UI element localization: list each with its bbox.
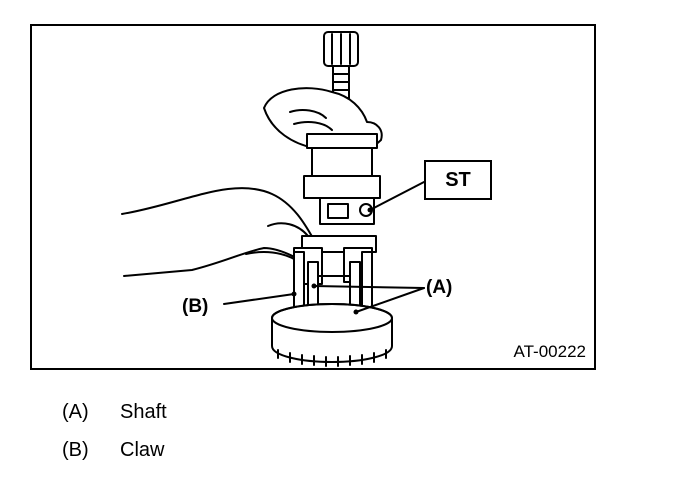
legend-text: Shaft [120, 401, 167, 423]
callout-st: ST [424, 160, 492, 200]
puller-knob [323, 31, 359, 67]
legend-item: (B) Claw [62, 439, 164, 462]
puller-body [303, 133, 381, 225]
lower-left-hand [121, 187, 321, 277]
tool-illustration [121, 31, 425, 367]
leader-b [223, 293, 295, 305]
leader-a-2 [355, 287, 425, 313]
gear [271, 303, 393, 367]
figure-id: AT-00222 [513, 342, 586, 361]
label-b: (B) [182, 296, 209, 317]
illustration-frame: ST (A) (B) AT-00222 [30, 24, 596, 370]
leader-st [369, 181, 425, 211]
label-a: (A) [426, 277, 453, 298]
leader-a-1 [313, 285, 425, 289]
legend-text: Claw [120, 439, 165, 461]
legend-key: (B) [62, 439, 89, 461]
legend-key: (A) [62, 401, 89, 423]
legend-item: (A) Shaft [62, 401, 167, 424]
